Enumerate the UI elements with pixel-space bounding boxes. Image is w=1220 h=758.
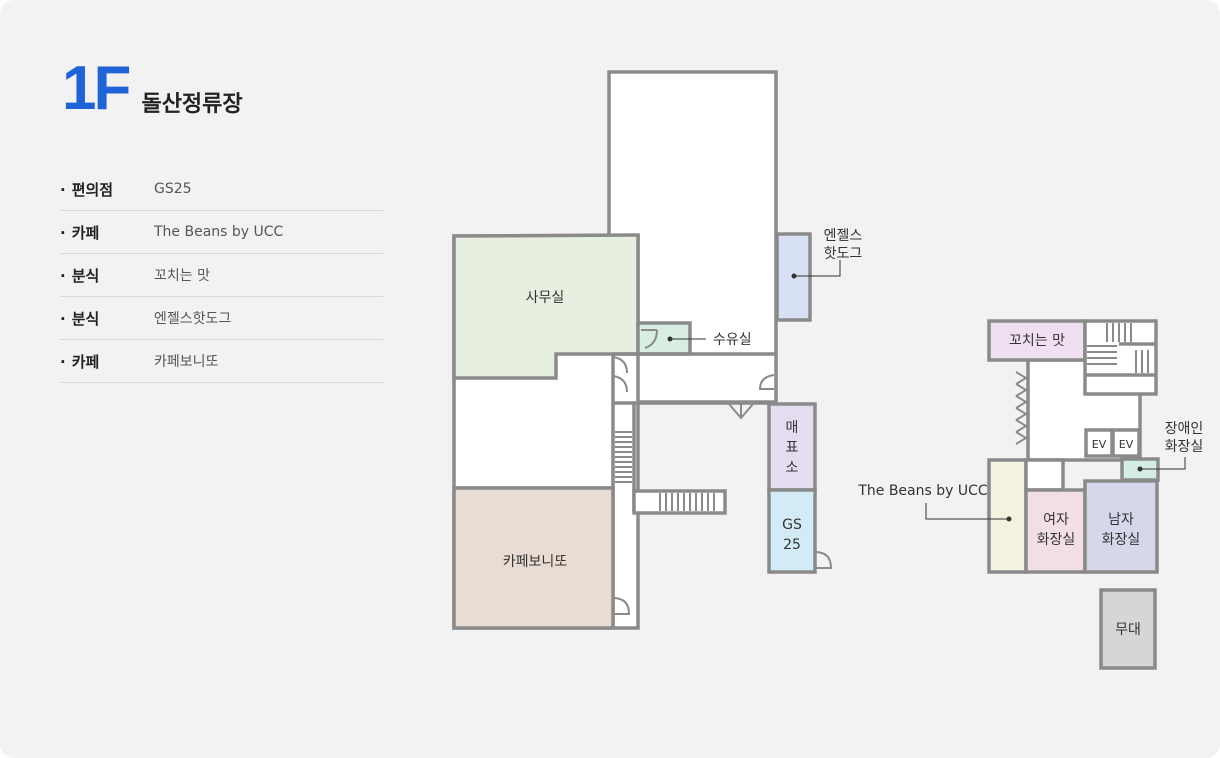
cafe-bonito-room [452,486,615,630]
leader-line [925,503,1009,520]
floor-label: 1F [62,54,131,123]
nursing-room-label: 수유실 [713,332,752,348]
amenity-name: The Beans by UCC [154,224,284,240]
elevator [1111,428,1141,458]
ticket-office-room [767,402,817,492]
leader-dot [1006,516,1012,522]
stair-steps [1087,323,1149,373]
amenity-row: 카페 The Beans by UCC [60,211,383,254]
page-heading: 1F 돌산정류장 [62,58,243,120]
door-swing [814,551,833,569]
leader-dot [1137,466,1143,472]
amenity-row: 카페 카페보니또 [60,340,383,383]
amenity-row: 분식 엔젤스핫도그 [60,297,383,340]
stage-room [1099,588,1157,670]
cafe-bonito-label: 카페보니또 [503,554,568,570]
leader-line [1140,457,1186,470]
women-restroom-label-1: 여자 [1043,512,1069,528]
storage-room [1024,458,1065,492]
skewer-shop-label: 꼬치는 맛 [1009,333,1065,349]
amenity-row: 분식 꼬치는 맛 [60,254,383,297]
place-title: 돌산정류장 [141,92,243,117]
stair-steps [659,493,715,511]
amenity-name: GS25 [154,181,192,197]
amenity-name: 카페보니또 [154,354,219,370]
amenity-type: 분식 [60,308,154,329]
door-swing [728,403,754,420]
women-restroom-label-2: 화장실 [1037,532,1076,548]
office-room [452,233,640,380]
amenity-row: 편의점 GS25 [60,168,383,211]
ticket-office-label-3: 소 [786,460,799,476]
amenity-type: 카페 [60,222,154,243]
men-restroom-label-1: 남자 [1108,512,1134,528]
stairs-vertical [615,431,632,483]
hotdog-label-line2: 핫도그 [824,246,863,262]
amenity-type: 분식 [60,265,154,286]
amenity-list: 편의점 GS25 카페 The Beans by UCC 분식 꼬치는 맛 분식… [60,168,383,383]
door-swing [1015,371,1028,445]
leader-dot [667,336,673,342]
door-swing [612,597,631,615]
elevator-2-label: EV [1119,438,1134,451]
elevator [1084,428,1114,458]
men-restroom-room [1083,479,1159,574]
gs25-label-1: GS [782,517,802,533]
accessible-restroom-label-1: 장애인 [1165,421,1204,437]
leader-line [794,260,841,277]
elevator-1-label: EV [1092,438,1107,451]
amenity-type: 편의점 [60,179,154,200]
ticket-office-label-1: 매 [786,420,799,436]
ticket-office-label-2: 표 [786,440,799,456]
women-restroom-room [1024,488,1087,574]
accessible-restroom-label-2: 화장실 [1165,439,1204,455]
gs25-room [767,488,817,574]
beans-cafe-label: The Beans by UCC [857,483,988,499]
door-swing [641,329,658,349]
office-label: 사무실 [526,290,565,306]
hotdog-label-line1: 엔젤스 [824,228,863,244]
beans-cafe-room [987,458,1028,574]
amenity-name: 엔젤스핫도그 [154,311,232,327]
men-restroom-label-2: 화장실 [1102,532,1141,548]
stage-label: 무대 [1115,622,1141,638]
door-swing [758,374,775,390]
amenity-type: 카페 [60,351,154,372]
gs25-label-2: 25 [783,537,801,553]
stairs-horizontal [632,489,727,515]
door-swing [612,356,628,393]
amenity-name: 꼬치는 맛 [154,268,210,284]
leader-dot [791,273,797,279]
